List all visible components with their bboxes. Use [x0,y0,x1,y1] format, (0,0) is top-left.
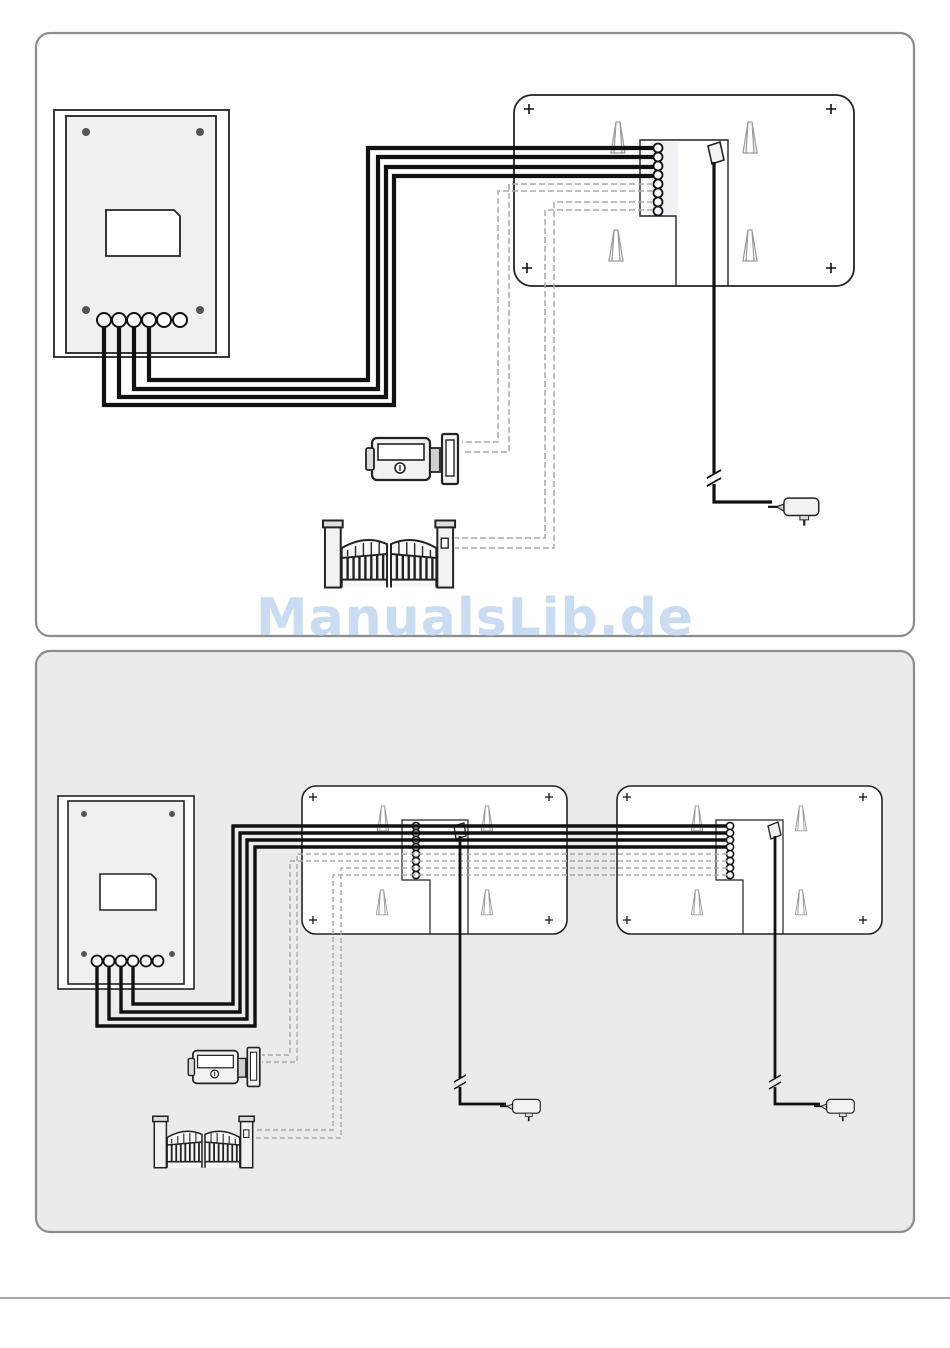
indoor-monitor-2 [617,786,882,934]
indoor-monitor-1 [302,786,567,934]
door-lock [366,434,458,484]
panel-single-monitor [36,33,914,636]
outdoor-station [54,110,229,357]
door-lock-2 [188,1048,260,1087]
panel-dual-monitor [36,651,914,1232]
indoor-monitor [514,95,854,286]
outdoor-station-2 [58,796,194,989]
